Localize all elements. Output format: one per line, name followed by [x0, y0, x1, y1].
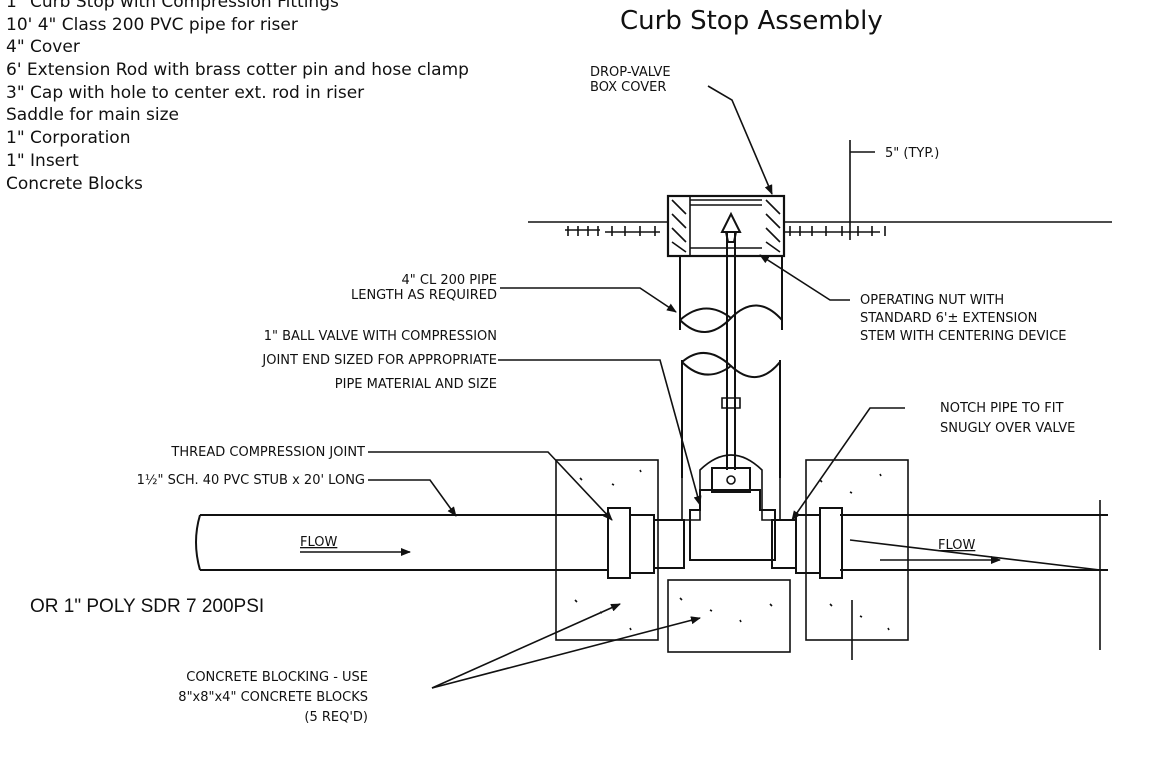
- callout-operating-nut-line-2: STANDARD 6'± EXTENSION: [860, 311, 1037, 326]
- parts-list: 1" Curb Stop with Compression Fittings 1…: [6, 0, 469, 195]
- extension-stem: [726, 232, 736, 470]
- riser-pipe-lower: [681, 360, 781, 478]
- callout-ball-valve-line-2: JOINT END SIZED FOR APPROPRIATE: [261, 353, 497, 368]
- pvc-stub-pipe: [195, 514, 608, 571]
- callout-operating-nut-line-3: STEM WITH CENTERING DEVICE: [860, 329, 1067, 344]
- concrete-leader-right: [431, 616, 701, 689]
- callout-typ-dimension: 5" (TYP.): [885, 146, 939, 161]
- cover-hatch-left: [668, 195, 691, 257]
- callout-notch-pipe-line-1: NOTCH PIPE TO FIT: [940, 401, 1064, 416]
- parts-list-item: 1" Curb Stop with Compression Fittings: [6, 0, 339, 12]
- callout-thread-joint: THREAD COMPRESSION JOINT: [170, 445, 365, 460]
- callout-pvc-stub: 1½" SCH. 40 PVC STUB x 20' LONG: [137, 473, 365, 488]
- concrete-block-right: [805, 459, 909, 641]
- notch-pipe-leader: [791, 407, 905, 521]
- coupling-right-outer: [819, 507, 843, 579]
- callout-4in-pipe-line-2: LENGTH AS REQUIRED: [351, 288, 497, 303]
- parts-list-item: Concrete Blocks: [6, 173, 143, 194]
- cover-hatch-right: [762, 195, 785, 257]
- coupling-right-mid: [795, 514, 821, 574]
- cover-lid: [690, 199, 762, 206]
- coupling-left-mid: [629, 514, 655, 574]
- parts-list-item: Saddle for main size: [6, 105, 179, 126]
- riser-notch: [681, 454, 781, 521]
- pvc-stub-leader: [368, 479, 457, 517]
- valve-bonnet: [711, 467, 751, 493]
- parts-list-item: 3" Cap with hole to center ext. rod in r…: [6, 82, 365, 103]
- section-line: [849, 500, 1101, 660]
- callout-drop-valve-line-2: BOX COVER: [590, 80, 666, 95]
- drop-valve-leader: [707, 85, 773, 195]
- callout-ball-valve-line-3: PIPE MATERIAL AND SIZE: [335, 377, 497, 392]
- pipe-4in-leader: [500, 287, 677, 313]
- ground-hatch-right: [785, 226, 886, 236]
- drawing-title: Curb Stop Assembly: [620, 6, 883, 36]
- parts-list-item: 1" Insert: [6, 150, 79, 171]
- callout-concrete-line-1: CONCRETE BLOCKING - USE: [186, 670, 368, 685]
- operating-nut: [720, 211, 742, 243]
- callout-4in-pipe-line-1: 4" CL 200 PIPE: [401, 273, 497, 288]
- valve-stem-pin: [726, 475, 736, 485]
- flow-label-right: FLOW: [938, 538, 975, 553]
- stem-centering-device: [721, 397, 741, 409]
- ball-valve-body: [689, 489, 776, 561]
- coupling-left-inner: [653, 519, 685, 569]
- parts-list-item: 6' Extension Rod with brass cotter pin a…: [6, 60, 469, 81]
- callout-operating-nut-line-1: OPERATING NUT WITH: [860, 293, 1004, 308]
- callout-drop-valve-line-1: DROP-VALVE: [590, 65, 671, 80]
- callout-concrete-line-2: 8"x8"x4" CONCRETE BLOCKS: [178, 690, 368, 705]
- alternate-pipe-note: OR 1" POLY SDR 7 200PSI: [30, 596, 265, 617]
- callout-concrete-line-3: (5 REQ'D): [304, 710, 368, 725]
- concrete-block-left: [555, 459, 659, 641]
- thread-joint-leader: [368, 451, 613, 521]
- dimension-line: [849, 140, 875, 240]
- ground-hatch-left: [565, 226, 660, 236]
- operating-nut-leader: [759, 254, 850, 301]
- concrete-stipple: [574, 469, 890, 631]
- callout-notch-pipe-line-2: SNUGLY OVER VALVE: [940, 421, 1075, 436]
- riser-pipe-lower-break: [681, 352, 781, 379]
- parts-list-item: 10' 4" Class 200 PVC pipe for riser: [6, 14, 298, 35]
- parts-list-item: 4" Cover: [6, 37, 80, 58]
- concrete-block-bottom: [667, 579, 791, 653]
- ball-valve-leader: [498, 359, 702, 506]
- outlet-pipe: [840, 514, 1108, 571]
- concrete-leader-left: [431, 603, 621, 689]
- callout-ball-valve-line-1: 1" BALL VALVE WITH COMPRESSION: [264, 329, 497, 344]
- parts-list-item: 1" Corporation: [6, 128, 131, 149]
- flow-label-left: FLOW: [300, 535, 337, 550]
- riser-pipe-upper-break: [679, 304, 783, 333]
